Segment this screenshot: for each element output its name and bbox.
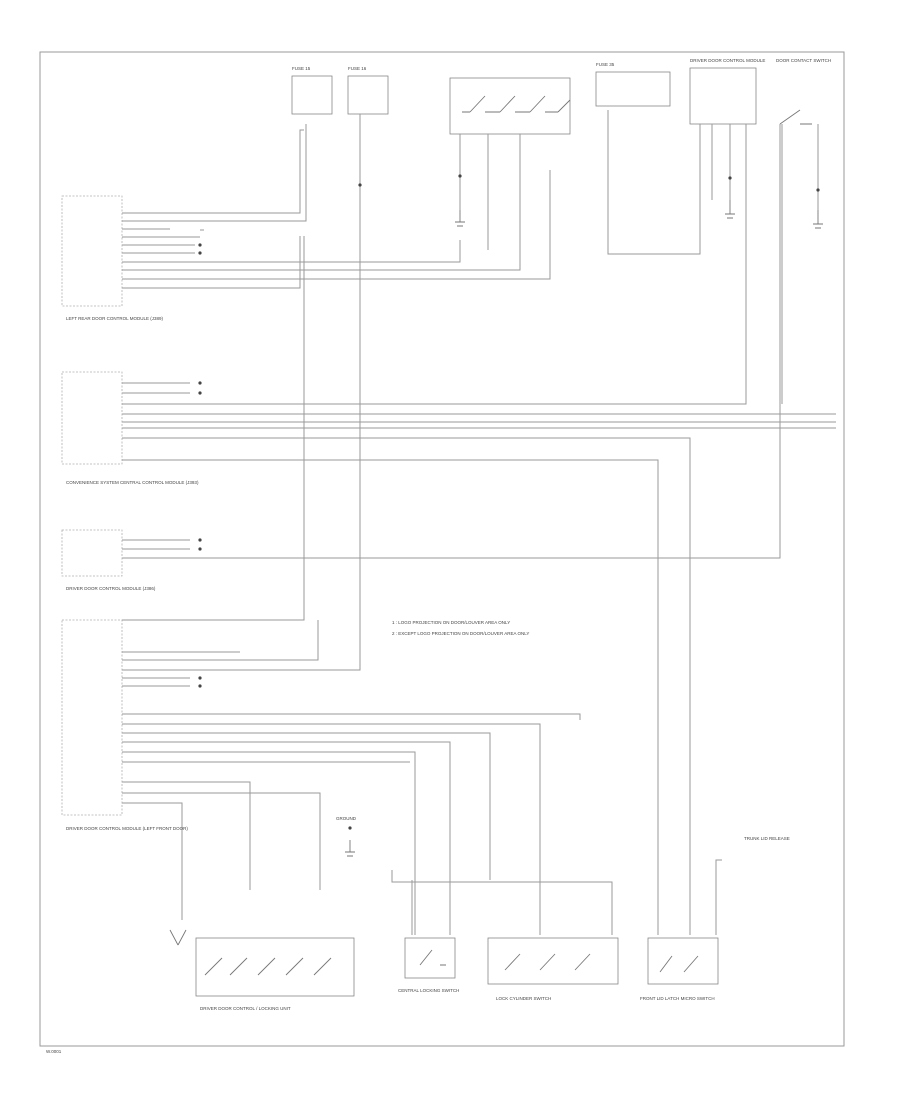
wire-olive-m11 [122,781,251,890]
wire-grey-vertical-b [122,236,305,621]
wire-blue-1 [122,134,521,271]
wire-grey-2 [122,236,301,289]
bottom-left-switch-label: DRIVER DOOR CONTROL / LOCKING UNIT [200,1006,291,1011]
switch-block-top [449,77,571,135]
wire-yellow-b1 [391,870,613,935]
wire-grey-vertical-main [122,114,361,671]
splice-dots [198,174,820,830]
fuse-1-label: FUSE 15 [292,66,311,71]
central-control-module-box [61,371,123,465]
wire-orange-m2 [122,620,319,661]
wire-yellow-m12 [122,792,321,890]
fuse-3-label: FUSE 35 [596,62,615,67]
wire-pink-s3 [122,124,781,559]
small-module-label: DRIVER DOOR CONTROL MODULE (J386) [66,586,156,591]
wire-yellow-m5 [122,713,581,720]
bottom-right-switch-label: FRONT LID LATCH MICRO SWITCH [640,996,715,1001]
wire-blue-m13 [122,802,183,920]
bottom-center-switch-symbol [487,937,619,985]
trunk-release-label: TRUNK LID RELEASE [744,836,790,841]
ground-label: GROUND [336,816,357,821]
wire-green-c3 [122,124,747,405]
ground-symbols [345,200,823,857]
wire-yellow-c7 [122,437,691,935]
bottom-center-switch-label: LOCK CYLINDER SWITCH [496,996,551,1001]
left-module-label: LEFT REAR DOOR CONTROL MODULE (J389) [66,316,164,321]
wire-orange-1 [122,124,307,222]
wire-grey-m8 [122,741,451,935]
left-rear-module-box [61,195,123,307]
main-module-label: DRIVER DOOR CONTROL MODULE (LEFT FRONT D… [66,826,188,831]
right-switch-contact [779,109,812,125]
diagram-frame [39,51,845,1047]
center-module-label: CONVENIENCE SYSTEM CENTRAL CONTROL MODUL… [66,480,199,485]
top-switch-contacts [462,95,571,113]
fuse-box-1 [291,75,333,115]
wire-yellow-2 [122,170,551,280]
fuse-box-2 [347,75,389,115]
wire-green-c8 [122,459,659,935]
wire-pink-top-a [607,110,701,255]
note-2: 2 : EXCEPT LOGO PROJECTION ON DOOR/LOUVE… [392,631,529,636]
right-control-module-box [689,67,757,125]
main-driver-module-box [61,619,123,816]
footer-code: W.0001 [46,1049,62,1054]
wire-grey-m6 [122,723,541,935]
bottom-left-switch-symbol [169,929,355,997]
fuse-box-3 [595,71,671,107]
right-module-label: DRIVER DOOR CONTROL MODULE [690,58,765,63]
wire-orange-m9 [122,751,416,935]
wire-yellow-b2 [715,859,722,935]
wire-grey-1 [122,229,204,238]
right-switch-label: DOOR CONTACT SWITCH [776,58,831,63]
small-module-box [61,529,123,577]
wire-blue-m7 [122,732,491,880]
bottom-mid-switch-symbol [404,937,456,979]
note-1: 1 : LOGO PROJECTION ON DOOR/LOUVER AREA … [392,620,510,625]
fuse-2-label: FUSE 16 [348,66,367,71]
wire-yellow-1 [122,240,461,263]
bottom-right-switch-symbol [647,937,719,985]
bottom-mid-switch-label: CENTRAL LOCKING SWITCH [398,988,459,993]
wire-pink-1 [122,129,304,214]
